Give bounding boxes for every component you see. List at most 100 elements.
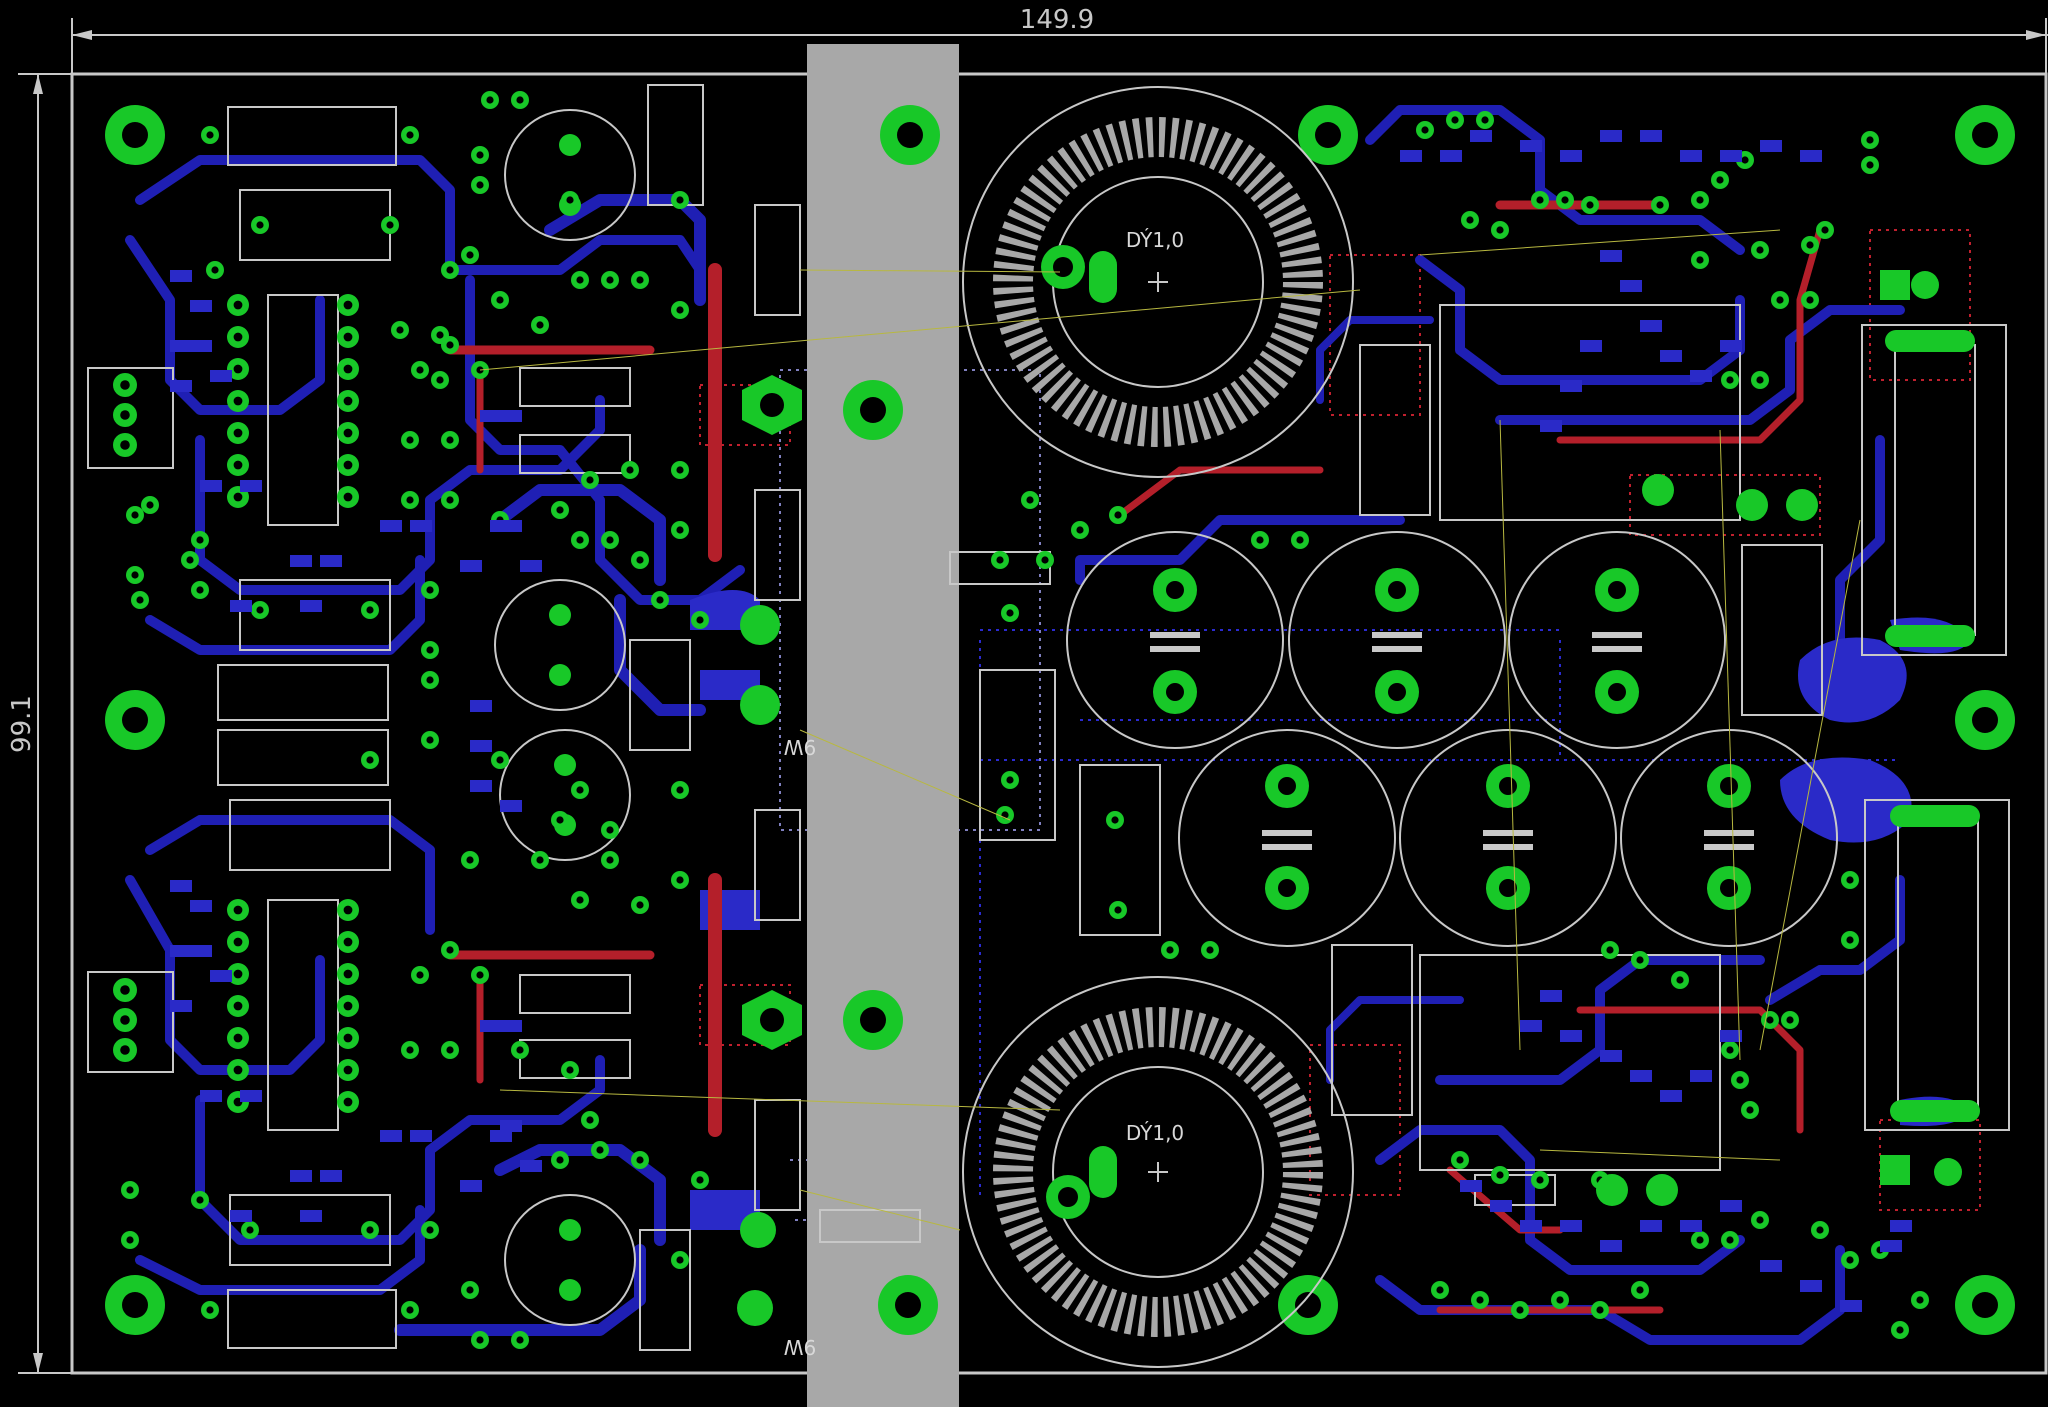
pad-hole [516,1336,524,1344]
smd-pad [1720,150,1742,162]
pad-hole [343,1097,353,1107]
pad-hole [1114,511,1122,519]
pad-hole [1436,1286,1444,1294]
toroid-upper [962,86,1354,478]
smd-pad [1680,150,1702,162]
pad-hole [536,321,544,329]
pad-hole [1206,946,1214,954]
pad-hole [406,1046,414,1054]
pad-hole [1026,496,1034,504]
smd-pad [170,880,192,892]
pad-hole [476,1336,484,1344]
pad-hole [1916,1296,1924,1304]
heatsink-label-upper: 9W [784,735,817,759]
smd-pad [200,480,222,492]
pad-hole [1846,1256,1854,1264]
pad-hole [1776,296,1784,304]
smd-pad [500,1020,522,1032]
pad-hole [446,1046,454,1054]
pad-hole [233,300,243,310]
pad-hole [126,1186,134,1194]
pad-hole [343,332,353,342]
pad-hole [556,506,564,514]
pad-hole [233,905,243,915]
smd-pad [380,520,402,532]
pad-hole [676,786,684,794]
smd-pad [470,780,492,792]
pad-hole [676,876,684,884]
pad-hole [416,366,424,374]
pad-hole [1111,816,1119,824]
pad-hole [366,606,374,614]
pad-hole [1676,976,1684,984]
pad-hole [1596,1306,1604,1314]
smd-pad [1560,1030,1582,1042]
pad-hole [436,376,444,384]
power-transistor-pads [737,204,802,1326]
pad-hole [136,596,144,604]
smd-pad [1520,1220,1542,1232]
pad-hole [1866,161,1874,169]
pad-hole [466,856,474,864]
smd-pad [1660,350,1682,362]
pad-hole [120,410,130,420]
smd-pad [290,555,312,567]
pad-hole [636,1156,644,1164]
smd-pad [320,555,342,567]
smd-pad [1760,1260,1782,1272]
smd-pad [1690,370,1712,382]
pad-hole [1696,1236,1704,1244]
smd-pad [1880,1240,1902,1252]
pad-hole [446,341,454,349]
pad-hole [676,306,684,314]
smd-pad [1720,1200,1742,1212]
smd-pad [520,1160,542,1172]
smd-pad [1840,1300,1862,1312]
height-dimension-label: 99.1 [7,695,37,753]
pad-hole [186,556,194,564]
pad-hole [366,1226,374,1234]
smd-pad [1720,1030,1742,1042]
pad-hole [196,586,204,594]
pad-hole [1656,201,1664,209]
toroid-lower [962,976,1354,1368]
pad-hole [1736,1076,1744,1084]
pad-hole [1766,1016,1774,1024]
smd-pad [470,740,492,752]
smd-pad [1620,280,1642,292]
toroid-lower-label: DÝ1,0 [1126,1121,1184,1145]
smd-pad [1760,140,1782,152]
dimension-height: 99.1 [7,73,80,1374]
pad-hole [1846,936,1854,944]
smd-pad [1690,1070,1712,1082]
pad-hole [1496,226,1504,234]
pad-hole [343,300,353,310]
pad-hole [233,428,243,438]
pad-hole [343,1065,353,1075]
pad-hole [486,96,494,104]
pad-hole [476,181,484,189]
pad-hole [1256,536,1264,544]
smd-pad [320,1170,342,1182]
pad-hole [233,969,243,979]
pad-hole [126,1236,134,1244]
pad-hole [1696,256,1704,264]
pad-hole [636,276,644,284]
airwires [479,229,1861,1231]
smd-pad [460,560,482,572]
pad-hole [1536,196,1544,204]
smd-pad [460,1180,482,1192]
smd-pad [240,1090,262,1102]
smd-pad [490,1130,512,1142]
smd-pad [1640,130,1662,142]
pad-hole [1586,201,1594,209]
smd-pad [1520,1020,1542,1032]
smd-pad [1800,1280,1822,1292]
smd-pad [1600,250,1622,262]
pad-hole [233,1065,243,1075]
pad-hole [1006,776,1014,784]
pad-hole [1726,1236,1734,1244]
pad-hole [606,856,614,864]
smd-pad [190,340,212,352]
